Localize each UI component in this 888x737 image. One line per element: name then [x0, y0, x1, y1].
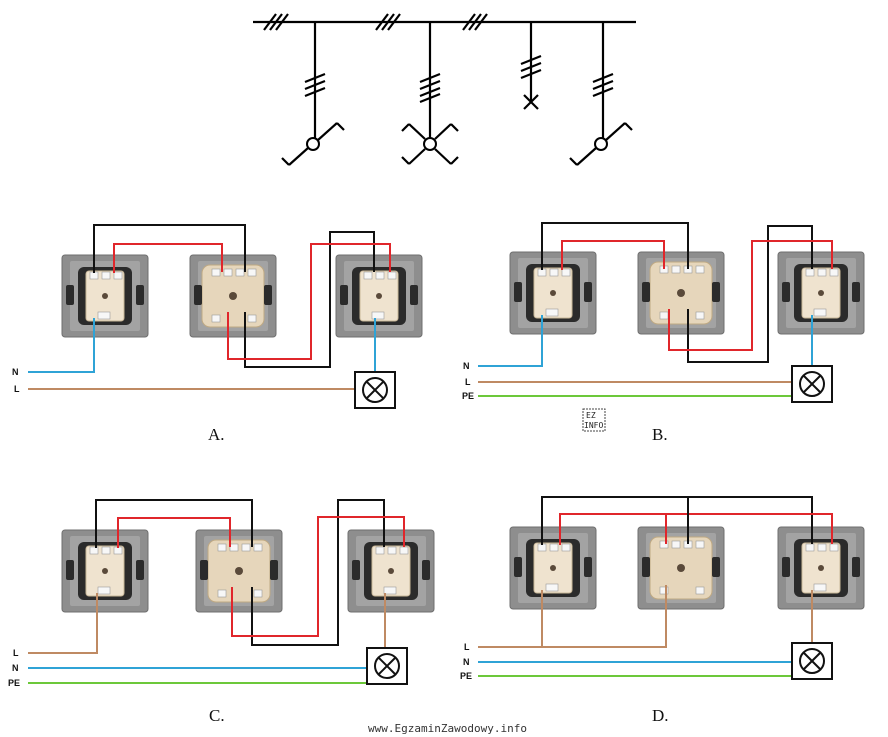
option-label-d[interactable]: D.: [652, 706, 669, 725]
wall-switch-icon: [777, 251, 865, 335]
wire-label-l: L: [465, 377, 471, 387]
logo-line2: INFO: [584, 421, 603, 430]
lamp-box-icon: [366, 647, 408, 685]
traveller-wire-black: [541, 222, 689, 270]
wire-label-n: N: [463, 361, 470, 371]
wire-label-l: L: [14, 384, 20, 394]
wall-switch-icon: [777, 526, 865, 610]
traveller-wire-red: [113, 243, 223, 273]
traveller-wire-black: [95, 499, 253, 548]
wall-switch-icon: [61, 254, 149, 338]
wall-switch-icon: [347, 529, 435, 613]
option-label-a[interactable]: A.: [208, 425, 225, 444]
ez-info-logo: EZ INFO: [582, 408, 606, 432]
lamp-box-icon: [791, 365, 833, 403]
phase-wire: [28, 593, 98, 654]
traveller-wire-red: [668, 240, 833, 351]
phase-wire: [542, 585, 667, 648]
lamp-symbol: [520, 22, 542, 110]
neutral-wire: [28, 318, 95, 373]
busbar-ticks: [263, 13, 488, 31]
wall-switch-icon: [61, 529, 149, 613]
wire-label-pe: PE: [462, 391, 474, 401]
lamp-box-icon: [354, 371, 396, 409]
option-label-c[interactable]: C.: [209, 706, 225, 725]
wall-switch-icon: [189, 254, 277, 338]
option-a[interactable]: N L A.: [12, 224, 423, 444]
wall-switch-icon: [509, 526, 597, 610]
wire-label-n: N: [463, 657, 470, 667]
wall-switch-icon: [637, 526, 725, 610]
two-way-switch-symbol-2: [569, 22, 633, 166]
option-c[interactable]: L N PE C.: [8, 499, 435, 725]
wire-label-n: N: [12, 367, 19, 377]
traveller-wire-red: [227, 243, 391, 360]
wire-label-n: N: [12, 663, 19, 673]
traveller-wire-black: [687, 225, 813, 363]
option-d[interactable]: L N PE D.: [460, 496, 865, 725]
watermark: www.EgzaminZawodowy.info: [368, 722, 527, 735]
intermediate-switch-symbol: [401, 22, 459, 165]
traveller-wire-red: [117, 517, 231, 548]
traveller-wire-black: [93, 224, 246, 273]
wall-switch-icon: [637, 251, 725, 335]
wire-label-l: L: [464, 642, 470, 652]
schematic-top: [253, 13, 636, 166]
wall-switch-icon: [509, 251, 597, 335]
wall-switch-icon: [195, 529, 283, 613]
traveller-wire-red: [561, 240, 665, 270]
traveller-wire-red: [231, 516, 405, 637]
traveller-wire-black: [541, 496, 813, 545]
option-label-b[interactable]: B.: [652, 425, 668, 444]
option-b[interactable]: N L PE B.: [462, 222, 865, 444]
traveller-wire-black: [244, 231, 375, 368]
wire-label-pe: PE: [460, 671, 472, 681]
wall-switch-icon: [335, 254, 423, 338]
wire-label-l: L: [13, 648, 19, 658]
lamp-box-icon: [791, 642, 833, 680]
traveller-wire-red: [559, 513, 833, 545]
wire-label-pe: PE: [8, 678, 20, 688]
neutral-wire: [478, 315, 543, 367]
two-way-switch-symbol: [281, 22, 345, 166]
logo-line1: EZ: [586, 411, 596, 420]
